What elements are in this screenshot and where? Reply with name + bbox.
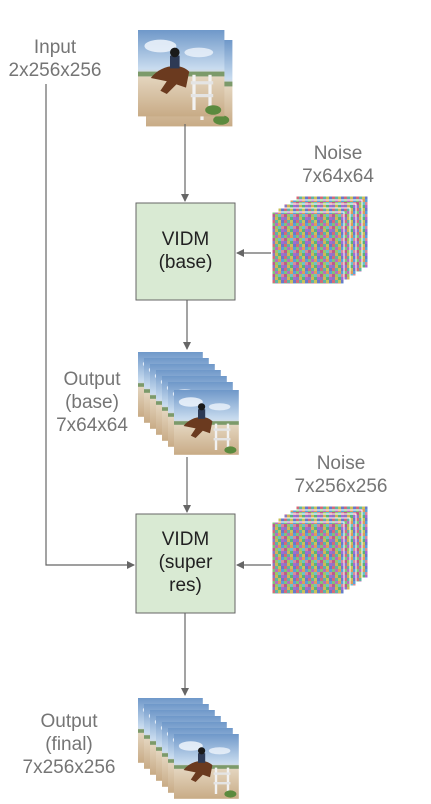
output-final-label: Output (final) 7x256x256 bbox=[10, 710, 128, 779]
vidm-base-line1: VIDM bbox=[161, 229, 210, 250]
output-base-frames bbox=[138, 352, 239, 455]
noise-base-label: Noise 7x64x64 bbox=[278, 142, 398, 188]
noise-super-label: Noise 7x256x256 bbox=[276, 452, 406, 498]
output-final-line2: (final) bbox=[45, 734, 93, 755]
output-base-line1: Output bbox=[63, 369, 121, 390]
noise-super-title: Noise bbox=[316, 453, 366, 474]
input-shape: 2x256x256 bbox=[8, 60, 102, 81]
output-base-label: Output (base) 7x64x64 bbox=[38, 368, 146, 437]
vidm-super-box bbox=[135, 513, 236, 614]
arrow-input-skip-to-super bbox=[45, 84, 135, 569]
vidm-base-box bbox=[135, 202, 236, 301]
output-final-shape: 7x256x256 bbox=[22, 757, 116, 778]
vidm-super-line2: (super bbox=[158, 552, 213, 573]
noise-base-volume bbox=[271, 195, 369, 285]
output-final-frames bbox=[138, 698, 239, 799]
vidm-base-text: VIDM (base) bbox=[136, 228, 235, 274]
noise-base-shape: 7x64x64 bbox=[302, 166, 374, 187]
vidm-super-text: VIDM (super res) bbox=[136, 528, 235, 597]
noise-super-shape: 7x256x256 bbox=[294, 476, 388, 497]
input-title: Input bbox=[33, 37, 77, 58]
input-label: Input 2x256x256 bbox=[0, 36, 110, 82]
output-base-shape: 7x64x64 bbox=[56, 415, 128, 436]
vidm-base-line2: (base) bbox=[158, 252, 213, 273]
vidm-super-line1: VIDM bbox=[161, 529, 210, 550]
noise-super-volume bbox=[271, 505, 369, 595]
output-base-line2: (base) bbox=[65, 392, 119, 413]
noise-base-title: Noise bbox=[313, 143, 363, 164]
output-final-line1: Output bbox=[40, 711, 98, 732]
input-frames bbox=[138, 30, 233, 127]
vidm-super-line3: res) bbox=[169, 575, 202, 596]
